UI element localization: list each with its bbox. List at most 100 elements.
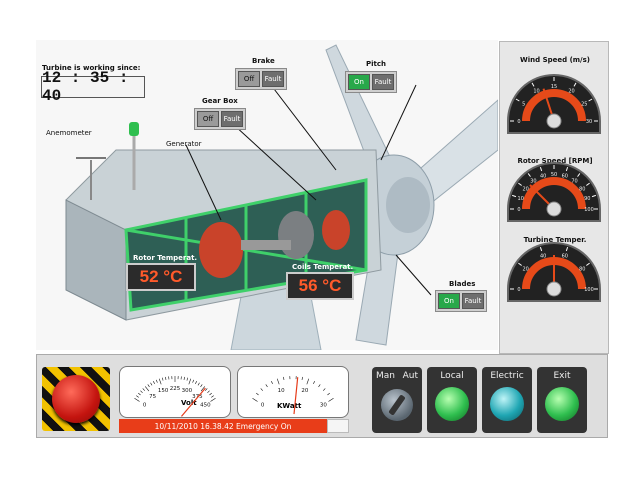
wind-gauge-tickmark [573,82,577,87]
rotor-gauge-tick: 30 [530,179,536,185]
rotor-gauge-tickmark [527,173,531,177]
meter-tickmark [142,388,145,391]
meter-tickmark [144,386,150,392]
exit-panel: Exit [537,367,587,433]
kwatt-meter [237,366,349,418]
rotor-temp-label: Rotor Temperat. [133,254,198,262]
rotor-gauge-tick: 80 [579,186,585,192]
brake-fault-button[interactable]: Fault [262,71,284,87]
wind-gauge-tickmark [531,82,535,87]
meter-tickmark [153,381,155,384]
gearbox-off-button[interactable]: Off [197,111,219,127]
rotor-gauge-hub [546,201,562,217]
meter-tickmark [165,376,167,380]
volt-meter [119,366,231,418]
emergency-stop-button[interactable] [52,375,100,423]
meter-tickmark [200,384,203,388]
temp-gauge-tick: 0 [517,287,520,293]
mode-selector-knob[interactable] [381,389,413,421]
temp-gauge-tickmark [539,246,543,252]
brake-switch: Off Fault [235,68,287,90]
meter-tickmark [301,376,303,380]
meter-tickmark [195,381,197,384]
wind-gauge-tick: 5 [522,102,525,108]
meter-tickmark [260,388,263,391]
local-label: Local [440,371,464,381]
pitch-fault-button[interactable]: Fault [372,74,394,90]
blades-fault-button[interactable]: Fault [462,293,484,309]
meter-tick-label: 300 [182,388,193,394]
rotor-gauge-tick: 50 [551,172,557,178]
aut-label: Aut [402,371,418,381]
meter-tickmark [306,378,310,385]
gearbox-fault-button[interactable]: Fault [221,111,243,127]
pitch-on-button[interactable]: On [348,74,370,90]
wind-gauge-tickmark [515,98,520,102]
wind-gauge-hub [546,113,562,129]
exit-label: Exit [553,371,571,381]
blades-switch: On Fault [435,290,487,312]
meter-tickmark [197,382,200,386]
brake-off-button[interactable]: Off [238,71,260,87]
meter-tickmark [161,377,164,381]
rotor-gauge-tickmark [586,182,590,186]
turbine-temp-title: Turbine Temper. [523,236,587,244]
knob-indicator [388,394,406,416]
meter-tickmark [283,376,285,380]
meter-tick-label: 20 [301,388,308,394]
meter-tickmark [150,382,153,386]
meter-needle [181,387,206,417]
exit-button[interactable] [545,387,579,421]
man-label: Man [376,371,395,381]
rotor-gauge-tick: 40 [540,174,546,180]
status-scroll[interactable] [327,419,349,433]
meter-tick-label: 75 [149,394,156,400]
meter-tickmark [200,386,206,392]
local-button[interactable] [435,387,469,421]
kwatt-label: KWatt [277,402,302,410]
meter-tickmark [134,398,140,402]
generator-label: Generator [166,140,202,148]
blades-on-button[interactable]: On [438,293,460,309]
meter-tickmark [183,376,185,380]
rotor-gauge-tickmark [565,166,569,172]
meter-tickmark [186,377,189,381]
wind-gauge-tick: 0 [517,119,520,125]
meter-tickmark [158,378,162,385]
temp-gauge-tick: 40 [540,254,546,260]
meter-tickmark [313,381,315,384]
meter-tickmark [147,384,150,388]
wind-gauge-tickmark [588,98,593,102]
wind-gauge-tick: 20 [568,89,574,95]
meter-tick-label: 0 [143,403,147,409]
rotor-gauge-tickmark [591,194,597,198]
meters-svg: 0751502253003754500102030 [134,376,334,417]
rotor-gauge-arc [522,177,586,210]
meter-tickmark [256,392,259,396]
meter-tick-label: 450 [200,403,211,409]
meter-tickmark [209,392,212,396]
temp-gauge-tick: 80 [579,266,585,272]
meter-tickmark [188,378,192,385]
temp-gauge-tickmark [565,246,569,252]
wind-gauge-tick: 15 [551,84,557,90]
meter-tickmark [265,384,268,388]
coils-temp-display: 56 °C [286,272,354,300]
wind-gauge-arc [522,89,586,122]
wind-speed-title: Wind Speed (m/s) [520,56,590,64]
gear-box-label: Gear Box [202,97,238,105]
rotor-gauge-tick: 100 [584,207,594,213]
electric-button[interactable] [490,387,524,421]
rotor-gauge-tick: 20 [522,186,528,192]
anemometer-label: Anemometer [46,129,92,137]
wind-gauge-tick: 10 [533,89,539,95]
meter-tickmark [136,395,139,398]
temp-gauge-tick: 100 [584,287,594,293]
meter-tick-label: 225 [170,386,181,392]
electric-label: Electric [490,371,524,381]
rotor-gauge-tick: 90 [584,196,590,202]
bottom-control-panel: Volt KWatt 0751502253003754500102030 10/… [36,354,608,438]
meter-tick-label: 0 [261,403,265,409]
brake-label: Brake [252,57,275,65]
